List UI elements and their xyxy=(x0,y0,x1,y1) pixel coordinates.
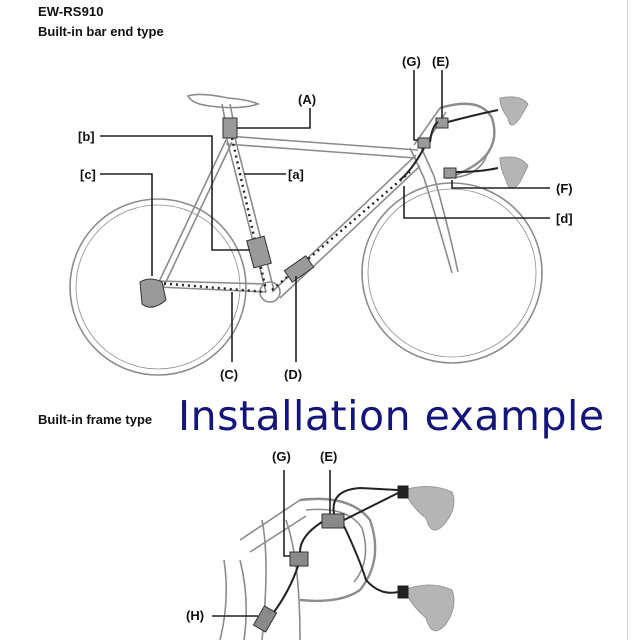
label-H: (H) xyxy=(186,608,204,623)
motor-unit-d xyxy=(283,255,315,283)
label-a: [a] xyxy=(288,167,304,182)
shifter-upper xyxy=(499,96,529,126)
bottom-handlebar xyxy=(299,497,377,603)
seat-stay xyxy=(157,139,233,287)
leader-G xyxy=(413,70,418,141)
junction-g-detail xyxy=(289,551,309,567)
label-A: (A) xyxy=(298,92,316,107)
shifter-upper-detail xyxy=(403,486,455,531)
section-title-bar-end: Built-in bar end type xyxy=(38,24,164,39)
shifter-lower xyxy=(499,156,529,189)
junction-b xyxy=(246,235,272,269)
bottom-leaders xyxy=(212,470,331,617)
seat-tube xyxy=(225,133,275,293)
section-title-frame: Built-in frame type xyxy=(38,412,153,427)
leader-d xyxy=(403,186,550,219)
bottom-toptube xyxy=(219,559,248,640)
front-wheel-inner xyxy=(367,188,537,358)
fork xyxy=(423,175,459,274)
top-leaders xyxy=(100,70,550,362)
top-shifters xyxy=(499,96,529,189)
junction-h-detail xyxy=(252,605,278,633)
label-F: (F) xyxy=(556,181,573,196)
rear-derailleur xyxy=(139,278,167,308)
label-G: (G) xyxy=(402,54,421,69)
top-external-wires xyxy=(399,109,499,181)
rear-wheel-inner xyxy=(75,204,241,370)
junction-f xyxy=(443,167,457,179)
top-internal-wire xyxy=(157,137,411,294)
label-d: [d] xyxy=(556,211,573,226)
leader-A xyxy=(237,108,311,129)
model-name: EW-RS910 xyxy=(38,4,104,19)
leader-G2 xyxy=(283,470,290,557)
bottom-stem xyxy=(239,499,307,553)
bottom-components xyxy=(252,513,345,633)
installation-example-title: Installation example xyxy=(178,392,605,440)
top-tube xyxy=(225,135,419,159)
battery-a xyxy=(222,117,238,139)
handlebar xyxy=(439,102,496,180)
junction-e-detail xyxy=(321,513,345,529)
leader-c xyxy=(100,173,153,276)
shifter-lower-detail xyxy=(403,584,455,632)
leader-b xyxy=(100,135,250,251)
saddle xyxy=(186,93,261,109)
shifter-lower-clamp xyxy=(397,585,409,599)
label-c: [c] xyxy=(80,167,96,182)
rear-wheel xyxy=(69,198,247,376)
label-G2: (G) xyxy=(272,449,291,464)
label-E: (E) xyxy=(432,54,449,69)
bottom-shifters xyxy=(397,485,455,632)
label-b: [b] xyxy=(78,129,95,144)
top-components xyxy=(139,117,457,308)
label-C: (C) xyxy=(220,367,238,382)
leader-F xyxy=(451,180,550,189)
bottom-wires xyxy=(273,486,401,613)
label-E2: (E) xyxy=(320,449,337,464)
label-D: (D) xyxy=(284,367,302,382)
junction-g xyxy=(417,137,431,149)
